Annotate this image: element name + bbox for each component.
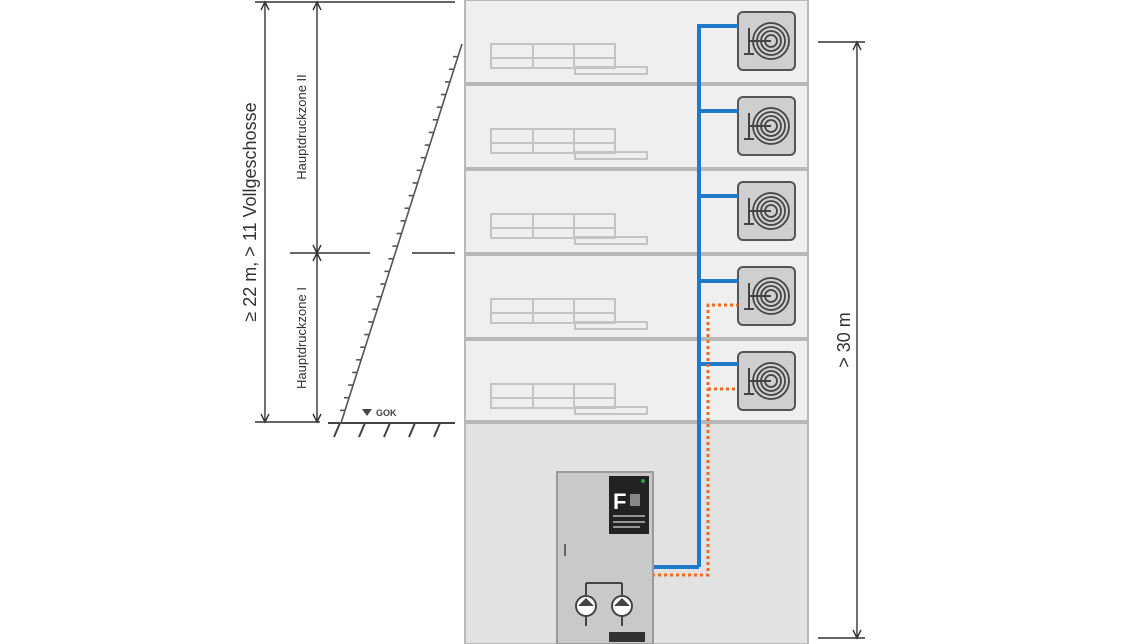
sofa <box>490 383 648 415</box>
hose-reel-floor-2 <box>737 266 796 326</box>
ground-marker-label: GOK <box>376 408 397 418</box>
main-riser-vertical <box>697 24 738 567</box>
sofa <box>490 213 648 245</box>
zone-lower-label: Hauptdruckzone I <box>294 287 309 389</box>
height-right-label: > 30 m <box>834 312 854 368</box>
ground <box>328 422 455 438</box>
device-letter: F <box>613 489 626 514</box>
sofa <box>490 128 648 160</box>
secondary-line <box>652 303 738 577</box>
height-requirement-label: ≥ 22 m, > 11 Vollgeschosse <box>240 102 260 321</box>
hose-reel-floor-3 <box>737 181 796 241</box>
hose-reel-floor-4 <box>737 96 796 156</box>
pressure-booster-cabinet: F <box>556 471 654 644</box>
sofa <box>490 43 648 75</box>
zone-upper-label: Hauptdruckzone II <box>294 74 309 180</box>
turntable-ladder <box>340 43 463 424</box>
hose-reel-floor-5 <box>737 11 796 71</box>
sofa <box>490 298 648 330</box>
hose-reel-floor-1 <box>737 351 796 411</box>
pump-2 <box>611 595 633 626</box>
ground-marker-triangle <box>362 409 372 416</box>
dimension-lines-left <box>255 0 455 424</box>
control-panel <box>609 476 649 534</box>
furniture <box>490 43 648 415</box>
pump-1 <box>575 595 597 626</box>
dimension-line-right <box>818 40 865 640</box>
hose-reels <box>737 11 796 411</box>
